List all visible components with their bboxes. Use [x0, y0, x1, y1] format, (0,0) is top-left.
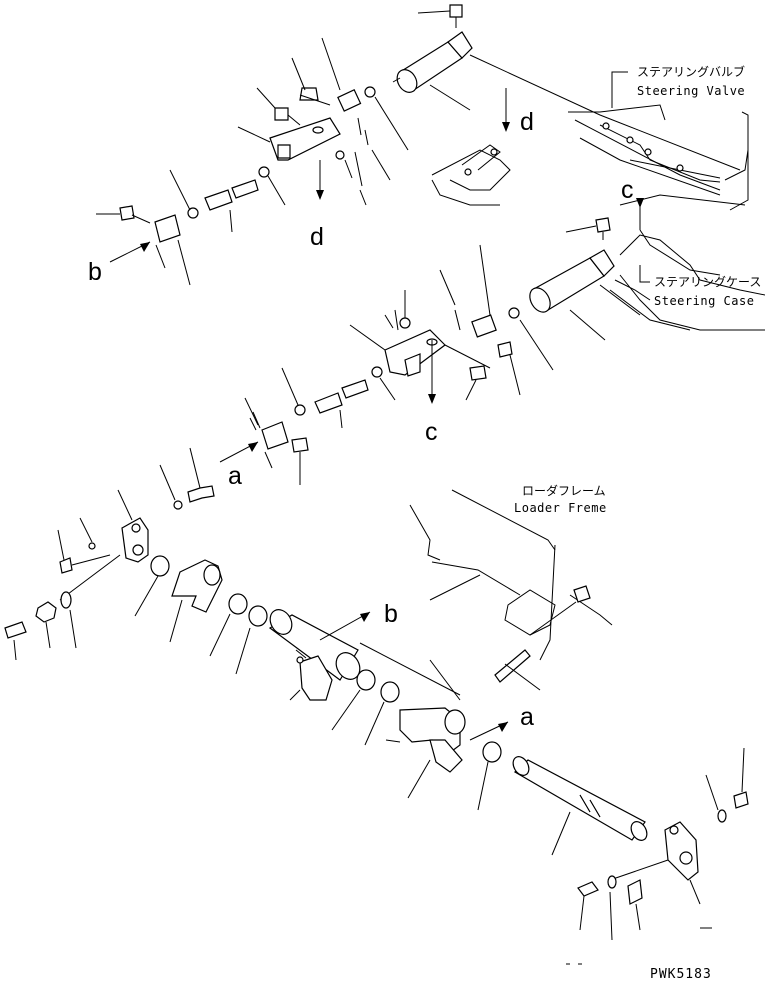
view-arrow-a-mid: a [219, 441, 259, 490]
lower-right-shaft [512, 747, 749, 965]
steering-case-label: ステアリングケース Steering Case [639, 265, 761, 308]
middle-rod-assembly: c [244, 176, 644, 485]
view-arrow-d-top: d [310, 160, 324, 251]
view-letter-b-bottom: b [384, 600, 398, 628]
view-letter-d-right: d [520, 108, 534, 136]
main-shaft: b a [268, 600, 541, 811]
view-arrow-b-top: b [88, 241, 151, 286]
steering-valve-jp-label: ステアリングバルブ [637, 64, 745, 79]
view-letter-c-mid: c [425, 418, 438, 446]
steering-case-jp-label: ステアリングケース [654, 275, 761, 289]
steering-case-frame [599, 234, 765, 331]
top-rod-assembly [96, 4, 473, 286]
view-arrow-d-right: d [502, 88, 534, 136]
view-letter-c-right: c [621, 176, 634, 204]
view-letter-d-top: d [310, 223, 324, 251]
steering-case-en-label: Steering Case [654, 294, 754, 308]
view-letter-a-mid: a [228, 462, 242, 490]
loader-frame-jp-label: ローダフレーム [522, 483, 606, 498]
lower-left-linkage [4, 447, 268, 675]
drawing-code: PWK5183 [650, 967, 712, 982]
bracket-detail [431, 144, 511, 206]
steering-valve-label: ステアリングバルブ Steering Valve [611, 64, 745, 108]
loader-frame-en-label: Loader Freme [514, 501, 607, 515]
steering-valve-en-label: Steering Valve [637, 84, 745, 98]
view-letter-b-top: b [88, 258, 102, 286]
loader-frame [409, 489, 613, 661]
steering-valve-frame [469, 54, 749, 276]
view-letter-a-bottom: a [520, 703, 534, 731]
loader-frame-label: ローダフレーム Loader Freme [514, 483, 607, 515]
